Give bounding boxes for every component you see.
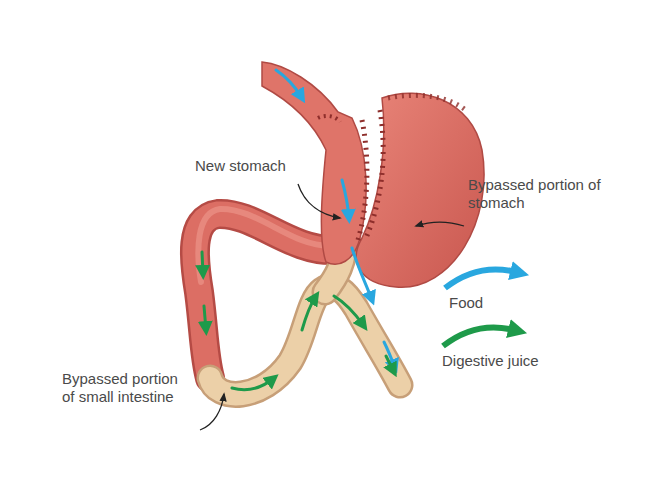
staple-line [358,120,367,240]
legend-food-arrow [445,269,516,288]
part-label: Bypassed portion of stomach [468,176,618,212]
leader-lines [200,184,464,430]
staple-line [366,110,383,238]
part-label: New stomach [195,157,286,175]
legend-label: Food [449,294,483,312]
staple-line [388,95,468,112]
part-label: Bypassed portion of small intestine [62,370,190,406]
food-arrows [276,70,395,368]
staple-line [318,116,340,122]
bypassed-stomach [356,93,484,287]
legend-juice-arrow [443,327,514,346]
legend-label: Digestive juice [442,352,539,370]
juice-arrows [202,252,394,390]
